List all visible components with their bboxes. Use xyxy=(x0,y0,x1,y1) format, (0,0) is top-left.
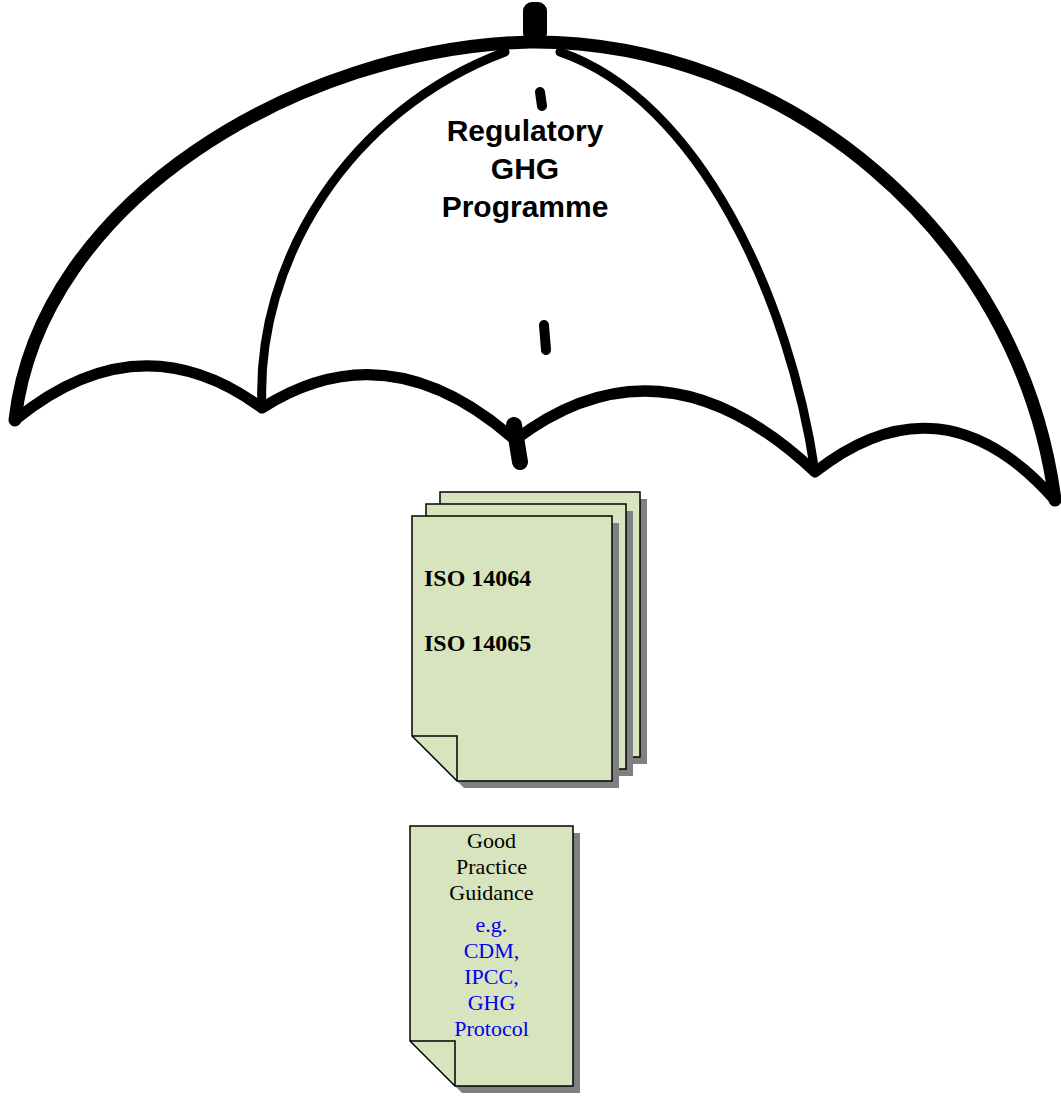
standard-name: ISO 14064 xyxy=(424,564,612,593)
document-node: ISO 14064ISO 14065 xyxy=(412,516,612,781)
standard-name: ISO 14065 xyxy=(424,629,612,658)
page-outline xyxy=(410,826,573,1086)
page-outline xyxy=(412,516,612,781)
programme-label: Regulatory GHG Programme xyxy=(435,112,615,226)
document-node: Good Practice Guidancee.g. CDM, IPCC, GH… xyxy=(410,826,573,1086)
guidance-title: Good Practice Guidance xyxy=(446,828,538,906)
guidance-examples: e.g. CDM, IPCC, GHG Protocol xyxy=(449,912,535,1042)
page-fold xyxy=(412,736,457,781)
page-fold xyxy=(410,1041,455,1086)
